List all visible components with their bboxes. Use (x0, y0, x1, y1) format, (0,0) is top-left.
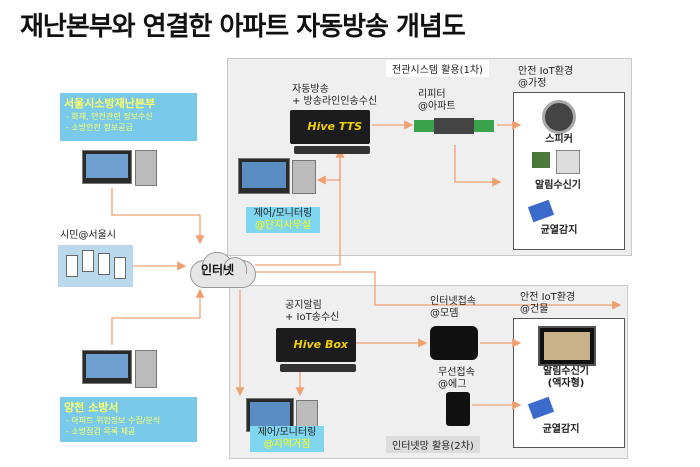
seoul-fire-hq-box: 서울시소방재난본부 - 화재, 안전관련 정보수신 - 소방안전 정보공급 (60, 93, 197, 141)
hive-box-label: Hive Box (293, 338, 348, 351)
seoul-computer-icon (82, 150, 132, 184)
arrow-repeater-down (454, 145, 502, 187)
citizen-label: 시민@서울시 (60, 230, 116, 241)
hive-box-device: Hive Box (276, 328, 356, 362)
seoul-info-line: - 화재, 안전관련 정보수신 (66, 112, 153, 121)
hive-tts-device-base (294, 146, 370, 154)
yangcheon-computer-icon (135, 350, 157, 388)
repeater-device-icon (414, 116, 494, 136)
modem-icon (430, 326, 478, 360)
repeater-label: 리피터 @아파트 (418, 89, 456, 112)
bottom-panel-label: 인터넷망 활용(2차) (386, 436, 480, 453)
frame-receiver-label: 알림수신기 (액자형) (543, 366, 589, 389)
yangcheon-info-line: - 소방점검 목록 제공 (66, 427, 136, 436)
crack-sensor-label: 균열감지 (542, 424, 580, 435)
seoul-info-line: - 소방안전 정보공급 (66, 123, 133, 132)
speaker-icon (542, 100, 576, 134)
control-monitoring-regional-tag: 제어/모니터링 @지역거점 (250, 426, 324, 452)
arrow-yangcheon-to-cloud (111, 288, 205, 345)
control-monitoring-apt-tag: 제어/모니터링 @단지사무실 (246, 207, 320, 233)
internet-access-label: 인터넷접속 @모뎀 (430, 296, 476, 319)
alarm-receiver-icon (556, 150, 580, 174)
frame-receiver-icon (538, 326, 596, 366)
hive-tts-device: Hive TTS (290, 110, 370, 144)
yangcheon-fire-box: 양천 소방서 - 아파트 위험정보 수집/분석 - 소방점검 목록 제공 (60, 397, 197, 442)
internet-label: 인터넷 (201, 263, 235, 277)
page-title: 재난본부와 연결한 아파트 자동방송 개념도 (20, 12, 466, 42)
seoul-fire-hq-title: 서울시소방재난본부 (64, 97, 156, 110)
yangcheon-computer-icon (82, 350, 132, 384)
safe-iot-building-label: 안전 IoT환경 @건물 (520, 292, 576, 315)
hive-box-device-base (280, 364, 356, 372)
seoul-computer-icon (135, 150, 157, 186)
arrow-cloud-to-tts (255, 148, 345, 266)
broadcast-label: 자동방송 + 방송라인인송수신 (292, 84, 378, 107)
yangcheon-fire-title: 양천 소방서 (64, 401, 119, 414)
yangcheon-info-line: - 아파트 위험정보 수집/분석 (66, 416, 161, 425)
arrow-cloud-to-hivebox (255, 271, 622, 310)
hive-tts-label: Hive TTS (307, 120, 362, 133)
apt-office-computer-icon (238, 158, 290, 194)
internet-cloud-icon (186, 248, 258, 288)
alarm-receiver-icon (532, 152, 550, 168)
arrow-tts-to-control (316, 160, 341, 185)
apt-office-computer-icon (292, 160, 316, 194)
notice-alarm-label: 공지알림 + IoT송수신 (285, 300, 340, 323)
alarm-receiver-label: 알림수신기 (535, 180, 581, 191)
citizen-phones-image (58, 245, 133, 287)
arrow-seoul-to-cloud (111, 188, 205, 245)
speaker-label: 스피커 (545, 134, 573, 145)
wireless-access-label: 무선접속 @에그 (438, 367, 475, 390)
safe-iot-home-label: 안전 IoT환경 @가정 (518, 66, 574, 89)
crack-sensor-label: 균열감지 (540, 225, 578, 236)
egg-router-icon (446, 392, 470, 426)
top-panel-label: 전관시스템 활용(1차) (386, 60, 489, 77)
